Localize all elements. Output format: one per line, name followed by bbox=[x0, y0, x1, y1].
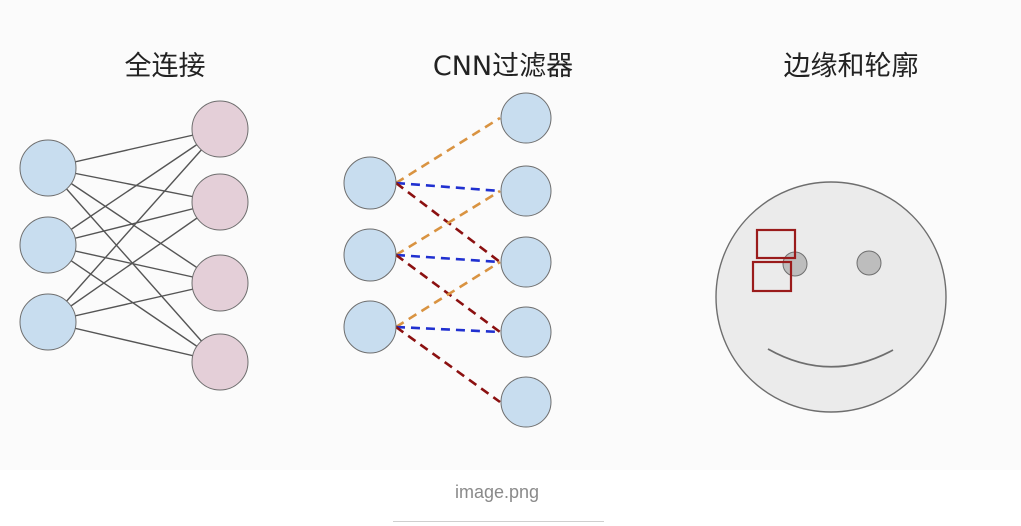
filter-box bbox=[751, 260, 793, 293]
edges-contours-title: 边缘和轮廓 bbox=[783, 51, 919, 82]
output-node bbox=[191, 100, 249, 158]
filter-connection bbox=[395, 116, 501, 185]
connection-line bbox=[47, 128, 221, 246]
input-node bbox=[19, 139, 77, 197]
output-node bbox=[191, 254, 249, 312]
filter-connection bbox=[395, 189, 501, 257]
connection-line bbox=[47, 282, 221, 323]
filter-connection bbox=[395, 181, 501, 193]
input-node bbox=[343, 228, 397, 282]
input-node bbox=[343, 156, 397, 210]
connection-line bbox=[47, 128, 221, 323]
filter-box bbox=[755, 228, 797, 260]
caption-divider bbox=[393, 521, 604, 522]
connection-line bbox=[47, 128, 221, 169]
image-caption[interactable]: image.png bbox=[454, 482, 540, 502]
cnn-filter-diagram bbox=[343, 92, 552, 428]
output-node bbox=[500, 92, 552, 144]
cnn-filter-title: CNN过滤器 bbox=[432, 51, 574, 82]
fully-connected-title: 全连接 bbox=[124, 51, 206, 82]
connection-line bbox=[47, 244, 221, 363]
connection-line bbox=[47, 201, 221, 323]
filter-connection bbox=[395, 260, 501, 329]
filter-connection bbox=[395, 325, 501, 334]
input-node bbox=[19, 216, 77, 274]
input-node bbox=[343, 300, 397, 354]
fully-connected-diagram bbox=[19, 100, 249, 391]
output-node bbox=[191, 333, 249, 391]
edges-contours-diagram bbox=[715, 181, 947, 413]
input-node bbox=[19, 293, 77, 351]
connection-line bbox=[47, 201, 221, 246]
connection-line bbox=[47, 167, 221, 363]
mouth-curve bbox=[767, 348, 894, 368]
output-node bbox=[500, 165, 552, 217]
output-node bbox=[191, 173, 249, 231]
output-node bbox=[500, 306, 552, 358]
filter-connection bbox=[395, 325, 501, 404]
right-eye bbox=[856, 250, 882, 276]
connection-line bbox=[47, 167, 221, 203]
output-node bbox=[500, 236, 552, 288]
filter-connection bbox=[395, 253, 501, 264]
connection-line bbox=[47, 244, 221, 284]
face-outline bbox=[715, 181, 947, 413]
output-node bbox=[500, 376, 552, 428]
connection-line bbox=[47, 321, 221, 363]
